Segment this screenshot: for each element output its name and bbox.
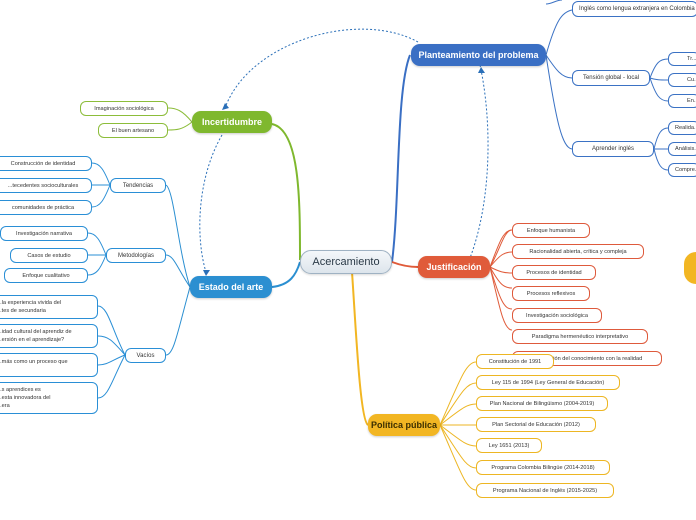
leaf-vacio-4-line2: ...esta innovadora del xyxy=(0,395,51,401)
leaf-aprender-1[interactable]: Realida... xyxy=(668,121,696,135)
sub-tension-global-local[interactable]: Tensión global - local xyxy=(572,70,650,86)
leaf-constitucion-1991[interactable]: Constitución de 1991 xyxy=(476,354,554,369)
branch-justificacion[interactable]: Justificación xyxy=(418,256,490,278)
leaf-vacio-4[interactable]: ...s aprendices es ...esta innovadora de… xyxy=(0,382,98,414)
leaf-tension-3[interactable]: En... xyxy=(668,94,696,108)
leaf-plan-bilinguismo[interactable]: Plan Nacional de Bilingüismo (2004-2019) xyxy=(476,396,608,411)
leaf-antecedentes-socioculturales[interactable]: ...tecedentes socioculturales xyxy=(0,178,92,193)
leaf-ley-115[interactable]: Ley 115 de 1994 (Ley General de Educació… xyxy=(476,375,620,390)
branch-planteamiento[interactable]: Planteamiento del problema xyxy=(411,44,546,66)
leaf-programa-nacional-ingles[interactable]: Programa Nacional de Inglés (2015-2025) xyxy=(476,483,614,498)
leaf-vacio-2[interactable]: ...idad cultural del aprendiz de ...ersi… xyxy=(0,324,98,348)
leaf-buen-artesano[interactable]: El buen artesano xyxy=(98,123,168,138)
leaf-vacio-4-line3: ...era xyxy=(0,403,10,409)
leaf-comunidades-practica[interactable]: comunidades de práctica xyxy=(0,200,92,215)
leaf-vacio-2-line2: ...ersión en el aprendizaje? xyxy=(0,337,65,343)
branch-incertidumbre[interactable]: Incertidumbre xyxy=(192,111,272,133)
leaf-construccion-identidad[interactable]: Construcción de identidad xyxy=(0,156,92,171)
leaf-procesos-identidad[interactable]: Procesos de identidad xyxy=(512,265,596,280)
leaf-racionalidad-abierta[interactable]: Racionalidad abierta, crítica y compleja xyxy=(512,244,644,259)
leaf-vacio-1-line1: ...la experiencia vivida del xyxy=(0,300,62,306)
leaf-tension-1[interactable]: Tr... xyxy=(668,52,696,66)
leaf-vacio-3-line1: ...más como un proceso que xyxy=(0,359,68,365)
leaf-vacio-1-line2: ...tes de secundaria xyxy=(0,308,46,314)
leaf-aprender-2[interactable]: Análisis... xyxy=(668,142,696,156)
sub-aprender-ingles[interactable]: Aprender inglés xyxy=(572,141,654,157)
leaf-casos-estudio[interactable]: Casos de estudio xyxy=(10,248,88,263)
leaf-imaginacion-sociologica[interactable]: Imaginación sociológica xyxy=(80,101,168,116)
root-node[interactable]: Acercamiento xyxy=(300,250,392,274)
offscreen-node[interactable] xyxy=(684,252,696,284)
group-tendencias[interactable]: Tendencias xyxy=(110,178,166,193)
leaf-aprender-3[interactable]: Compre... xyxy=(668,163,696,177)
leaf-vacio-1[interactable]: ...la experiencia vivida del ...tes de s… xyxy=(0,295,98,319)
group-vacios[interactable]: Vacíos xyxy=(125,348,166,363)
leaf-investigacion-narrativa[interactable]: Investigación narrativa xyxy=(0,226,88,241)
leaf-ley-1651[interactable]: Ley 1651 (2013) xyxy=(476,438,542,453)
leaf-paradigma-hermeneutico[interactable]: Paradigma hermenéutico interpretativo xyxy=(512,329,648,344)
leaf-colombia-bilingue[interactable]: Programa Colombia Bilingüe (2014-2018) xyxy=(476,460,610,475)
leaf-plan-sectorial[interactable]: Plan Sectorial de Educación (2012) xyxy=(476,417,596,432)
leaf-vacio-2-line1: ...idad cultural del aprendiz de xyxy=(0,329,72,335)
leaf-procesos-reflexivos[interactable]: Procesos reflexivos xyxy=(512,286,590,301)
leaf-enfoque-humanista[interactable]: Enfoque humanista xyxy=(512,223,590,238)
group-metodologias[interactable]: Metodologías xyxy=(106,248,166,263)
leaf-enfoque-cualitativo[interactable]: Enfoque cualitativo xyxy=(4,268,88,283)
sub-ingles-lengua-extranjera[interactable]: Inglés como lengua extranjera en Colombi… xyxy=(572,1,696,17)
branch-estado-del-arte[interactable]: Estado del arte xyxy=(190,276,272,298)
leaf-tension-2[interactable]: Cu... xyxy=(668,73,696,87)
leaf-vacio-3[interactable]: ...más como un proceso que xyxy=(0,353,98,377)
leaf-investigacion-sociologica[interactable]: Investigación sociológica xyxy=(512,308,602,323)
branch-politica-publica[interactable]: Política pública xyxy=(368,414,440,436)
leaf-vacio-4-line1: ...s aprendices es xyxy=(0,387,41,393)
